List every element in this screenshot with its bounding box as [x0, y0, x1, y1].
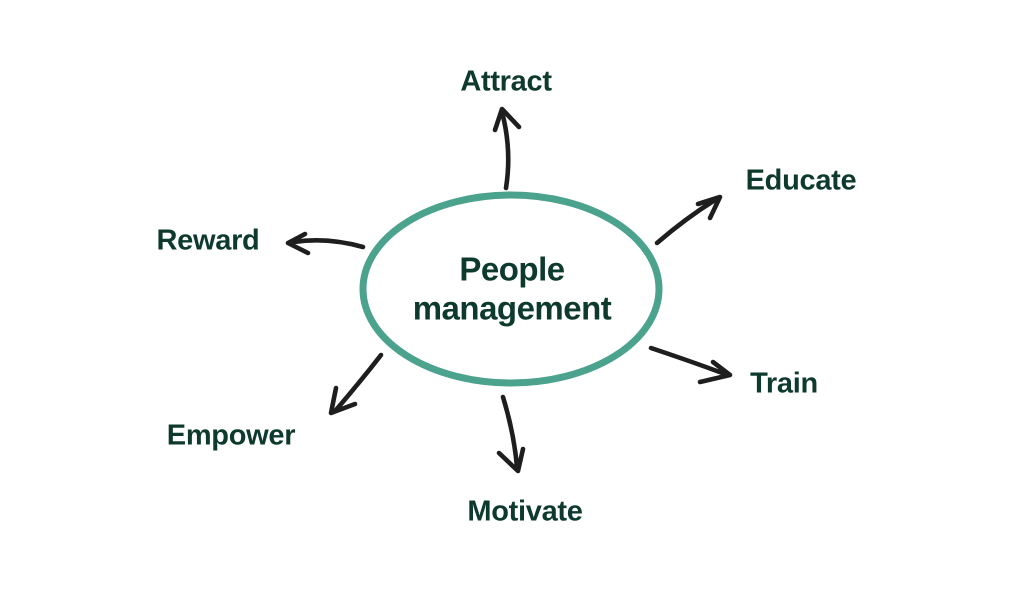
node-label-empower: Empower	[166, 419, 296, 452]
node-label-reward: Reward	[156, 224, 260, 257]
center-node-ellipse	[359, 191, 663, 387]
arrow-educate-icon	[654, 194, 723, 246]
arrow-attract-icon	[492, 106, 522, 191]
node-label-train: Train	[750, 367, 818, 400]
center-node-label: People management	[412, 250, 612, 326]
node-label-educate: Educate	[745, 164, 857, 197]
arrow-reward-icon	[285, 231, 366, 256]
node-label-motivate: Motivate	[467, 495, 583, 528]
arrow-train-icon	[648, 345, 733, 385]
arrow-motivate-icon	[496, 394, 526, 474]
node-label-attract: Attract	[460, 65, 552, 98]
arrow-empower-icon	[328, 352, 384, 416]
